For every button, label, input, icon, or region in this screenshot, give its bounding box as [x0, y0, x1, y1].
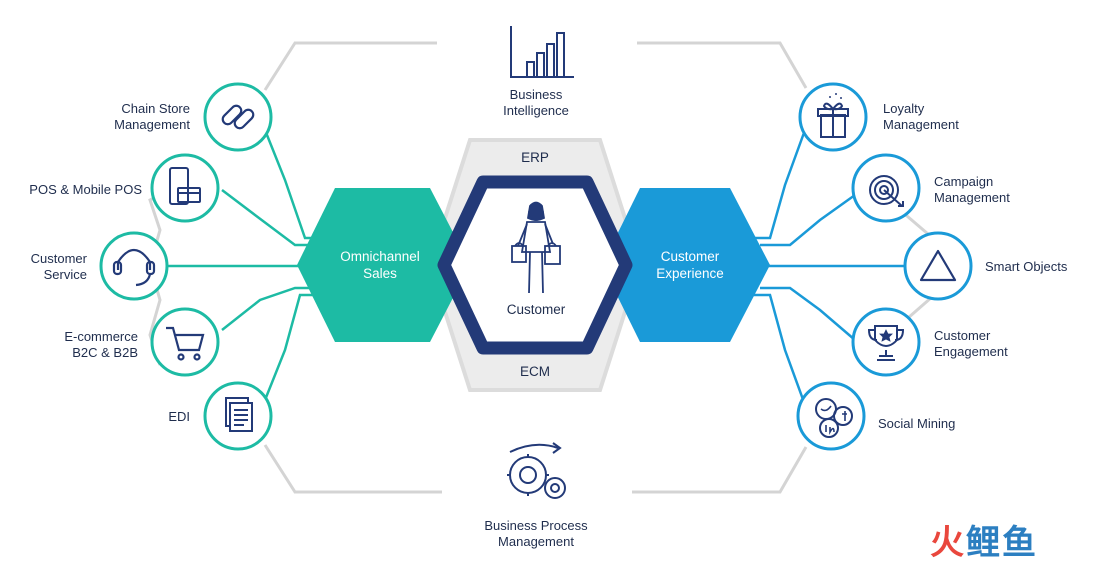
- customer-hex: [437, 175, 633, 355]
- right-node-circles: [796, 82, 973, 451]
- bottom-label: Business Process Management: [456, 518, 616, 550]
- right-label-smart-objects: Smart Objects: [985, 259, 1095, 275]
- right-label-loyalty: Loyalty Management: [883, 101, 1013, 133]
- headset-icon: [112, 248, 156, 287]
- left-label-4-line1: EDI: [168, 409, 190, 424]
- right-label-3-line2: Engagement: [934, 344, 1008, 359]
- top-label: Business Intelligence: [476, 87, 596, 119]
- ecm-label: ECM: [520, 364, 550, 379]
- left-label-3-line2: B2C & B2B: [72, 345, 138, 360]
- left-label-pos: POS & Mobile POS: [0, 182, 142, 198]
- bar-chart-icon: [510, 26, 574, 78]
- left-label-2-line1: Customer: [30, 251, 87, 266]
- right-label-1-line1: Campaign: [934, 174, 994, 189]
- right-label-1-line2: Management: [934, 190, 1010, 205]
- customer-experience-hex: [602, 188, 770, 342]
- left-connectors: [168, 129, 330, 401]
- left-label-0-line1: Chain Store: [121, 101, 190, 116]
- right-label-3-line1: Customer: [934, 328, 991, 343]
- watermark-logo: 火鲤鱼: [930, 523, 1038, 563]
- bottom-label-line2: Management: [498, 534, 574, 549]
- omnichannel-line1: Omnichannel: [340, 249, 420, 264]
- top-label-line2: Intelligence: [503, 103, 569, 118]
- gift-box-icon: [817, 93, 849, 138]
- social-icons-icon: [815, 398, 853, 438]
- customer-experience-label: Customer Experience: [628, 248, 752, 282]
- left-label-ecommerce: E-commerce B2C & B2B: [0, 329, 138, 361]
- omnichannel-label: Omnichannel Sales: [318, 248, 442, 282]
- gears-icon: [507, 442, 566, 499]
- triangle-icon: [919, 249, 957, 282]
- target-icon: [869, 175, 904, 207]
- left-label-0-line2: Management: [114, 117, 190, 132]
- left-label-chain-store: Chain Store Management: [60, 101, 190, 133]
- left-label-2-line2: Service: [43, 267, 87, 282]
- chain-link-icon: [221, 104, 255, 130]
- left-label-edi: EDI: [100, 409, 190, 425]
- shopping-cart-icon: [166, 326, 205, 361]
- customer-label: Customer: [506, 302, 566, 317]
- pos-terminal-icon: [169, 167, 201, 205]
- customer-experience-line1: Customer: [660, 249, 720, 264]
- top-label-line1: Business: [509, 87, 563, 102]
- customer-experience-line2: Experience: [656, 266, 724, 281]
- documents-icon: [225, 397, 253, 432]
- erp-label: ERP: [521, 150, 549, 165]
- shopper-icon: [511, 201, 561, 294]
- right-connectors: [745, 129, 905, 406]
- left-label-customer-service: Customer Service: [0, 251, 87, 283]
- right-label-customer-engagement: Customer Engagement: [934, 328, 1064, 360]
- right-label-social-mining: Social Mining: [878, 416, 1008, 432]
- left-label-3-line1: E-commerce: [64, 329, 138, 344]
- right-label-2-line1: Smart Objects: [985, 259, 1068, 274]
- bottom-label-line1: Business Process: [484, 518, 588, 533]
- omnichannel-hex: [297, 188, 470, 342]
- right-label-4-line1: Social Mining: [878, 416, 956, 431]
- left-label-1-line1: POS & Mobile POS: [29, 182, 142, 197]
- right-label-0-line1: Loyalty: [883, 101, 925, 116]
- right-label-0-line2: Management: [883, 117, 959, 132]
- right-label-campaign: Campaign Management: [934, 174, 1064, 206]
- omnichannel-line2: Sales: [363, 266, 397, 281]
- trophy-icon: [867, 325, 905, 361]
